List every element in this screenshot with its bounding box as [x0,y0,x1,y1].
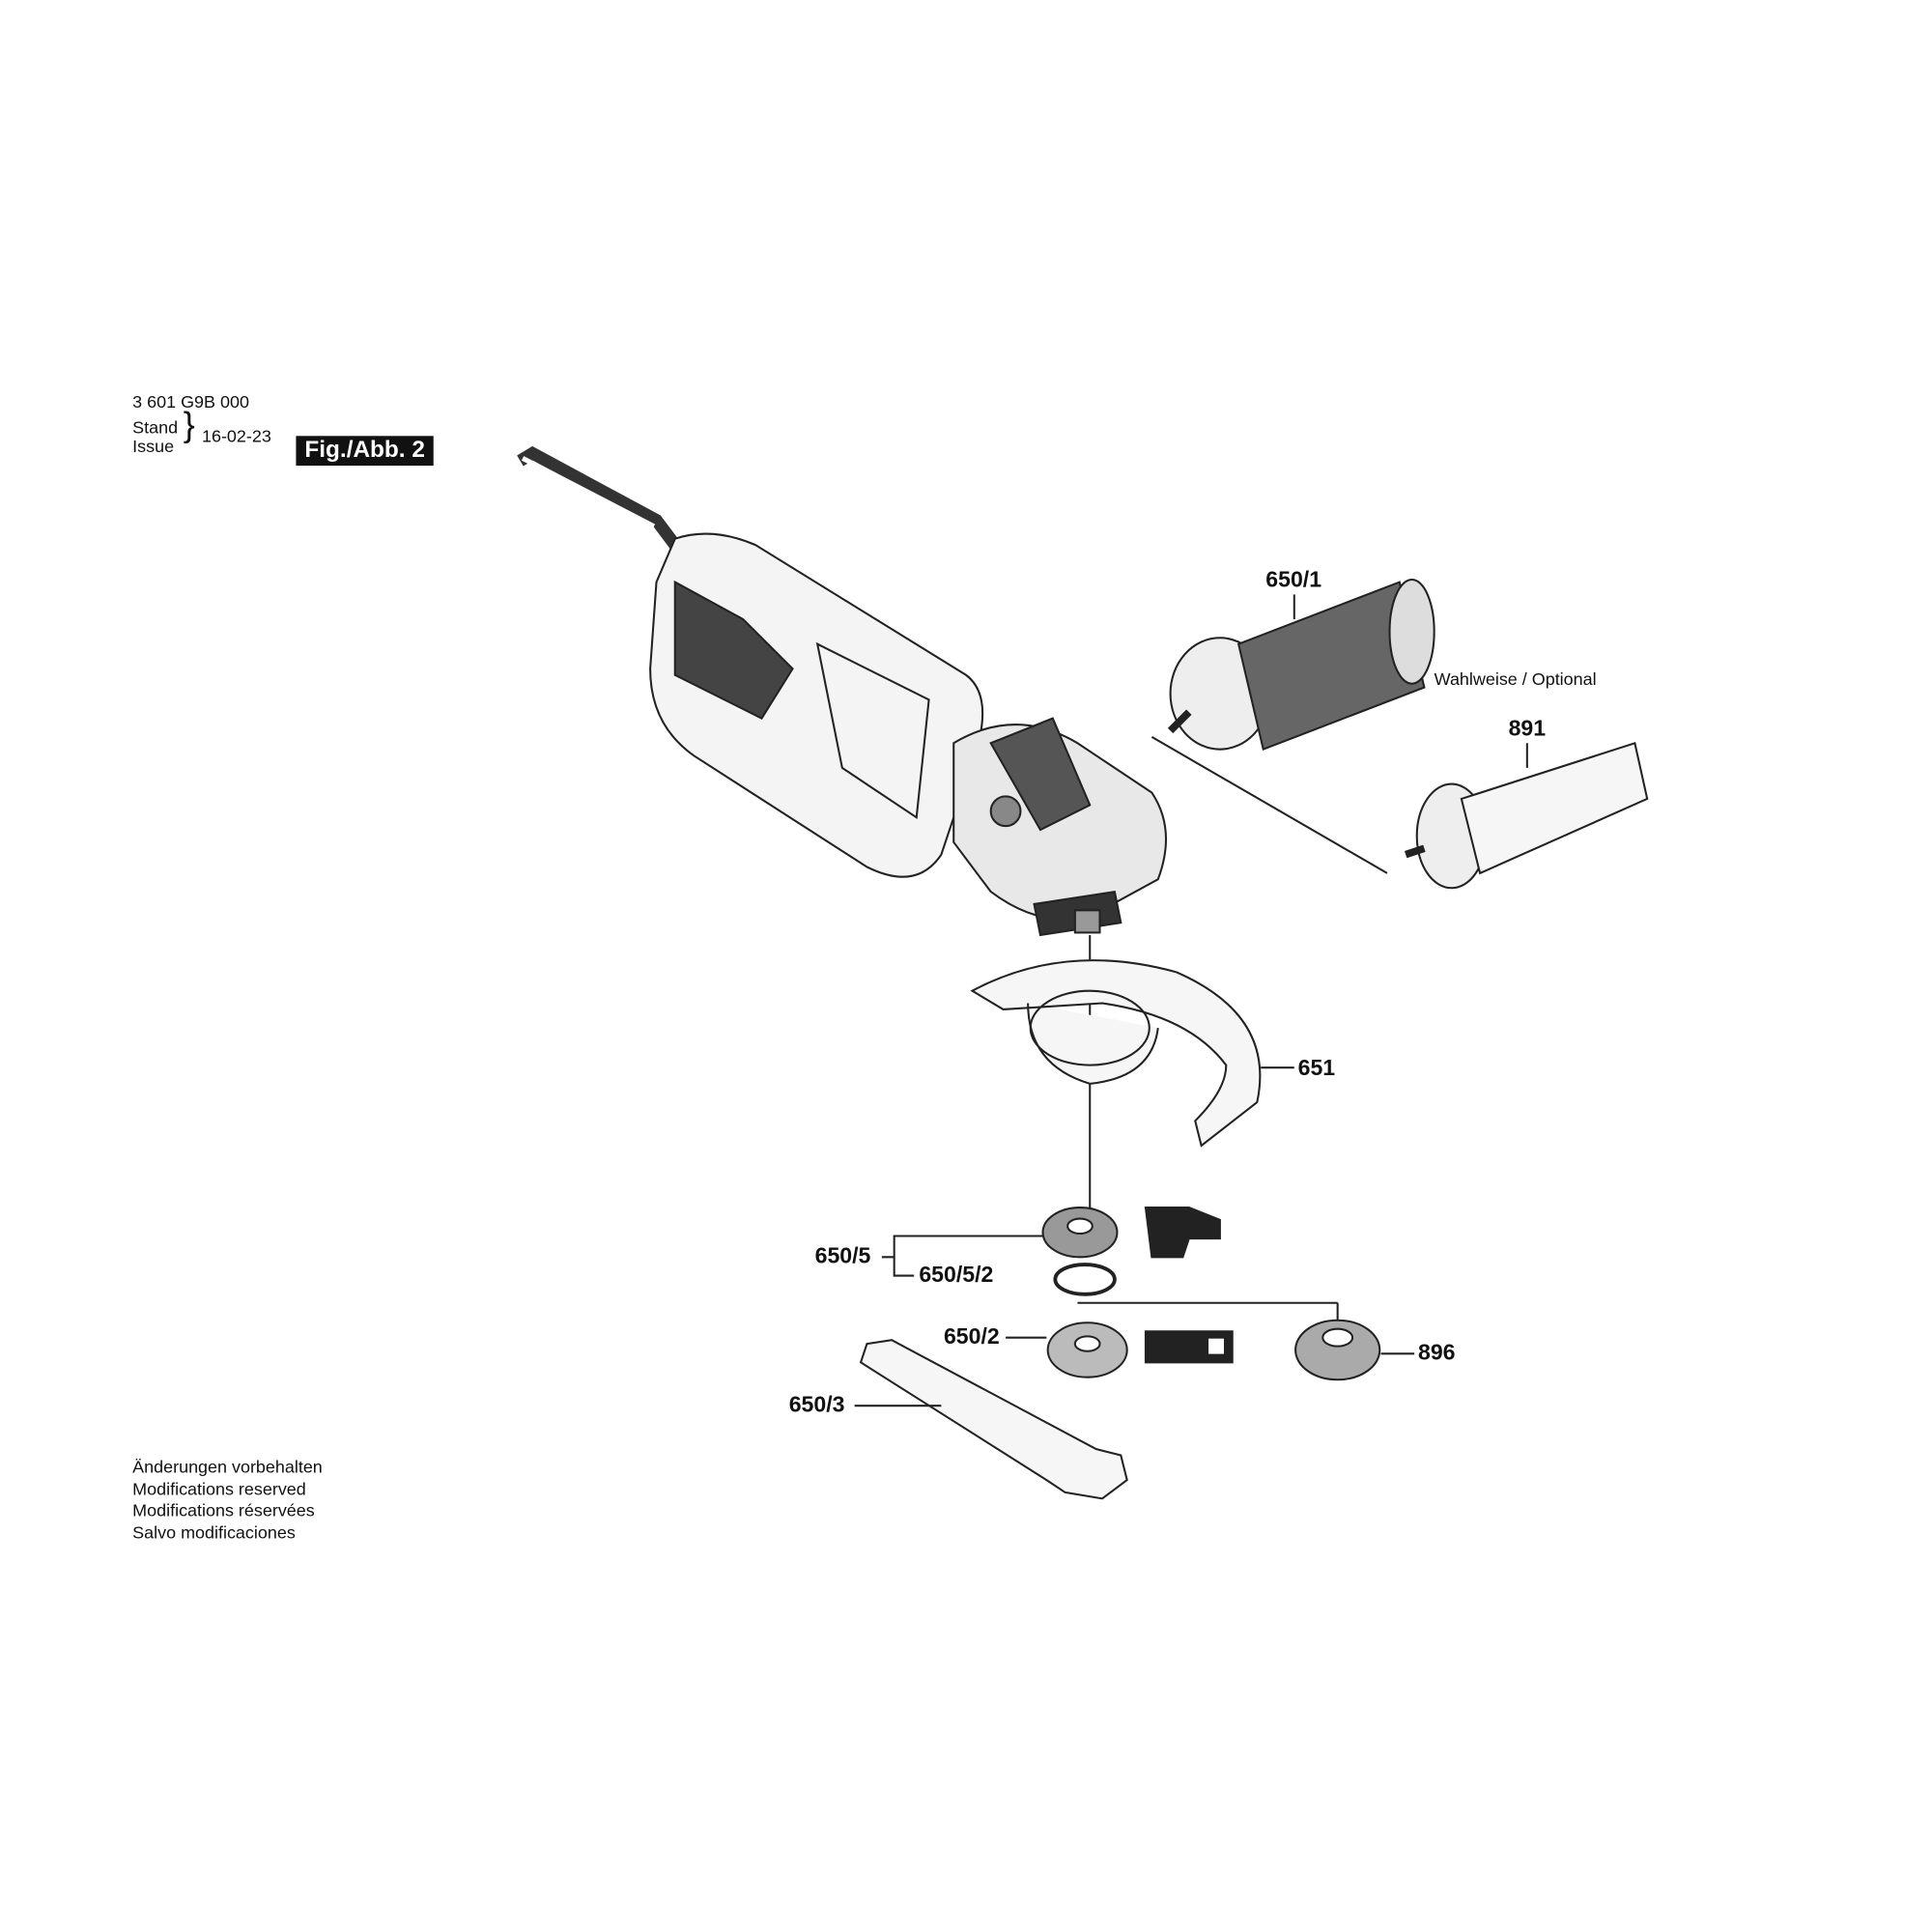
figure-label: Fig./Abb. 2 [296,436,434,467]
stand-label: Stand [132,417,179,438]
footer-line: Änderungen vorbehalten [132,1456,323,1477]
part-label-650-5-2: 650/5/2 [919,1262,994,1288]
power-cable [517,445,680,549]
part-number: 3 601 G9B 000 [132,391,249,412]
part-label-896: 896 [1418,1340,1456,1365]
footer-line: Salvo modificaciones [132,1521,296,1543]
handle-650-1-drawing [1167,578,1435,752]
part-label-650-1: 650/1 [1265,567,1322,592]
nut-896-drawing [1294,1319,1381,1381]
part-label-891: 891 [1508,716,1547,741]
grinder-body [649,532,1167,937]
wrench-650-3-drawing [859,1339,1128,1500]
footer-line: Modifications réservées [132,1499,315,1520]
footer-line: Modifications reserved [132,1478,306,1499]
part-label-650-5: 650/5 [814,1243,871,1268]
part-label-651: 651 [1297,1055,1336,1080]
issue-label: Issue [132,436,175,456]
guard-651-drawing [970,959,1262,1148]
issue-date: 16-02-23 [201,426,271,446]
brace: } [183,405,195,443]
part-label-650-3: 650/3 [788,1392,845,1417]
part-label-650-2: 650/2 [943,1323,1000,1350]
handle-891-drawing [1404,741,1649,890]
o-ring-650-5-2-drawing [1053,1263,1117,1296]
optional-note: Wahlweise / Optional [1434,668,1597,689]
